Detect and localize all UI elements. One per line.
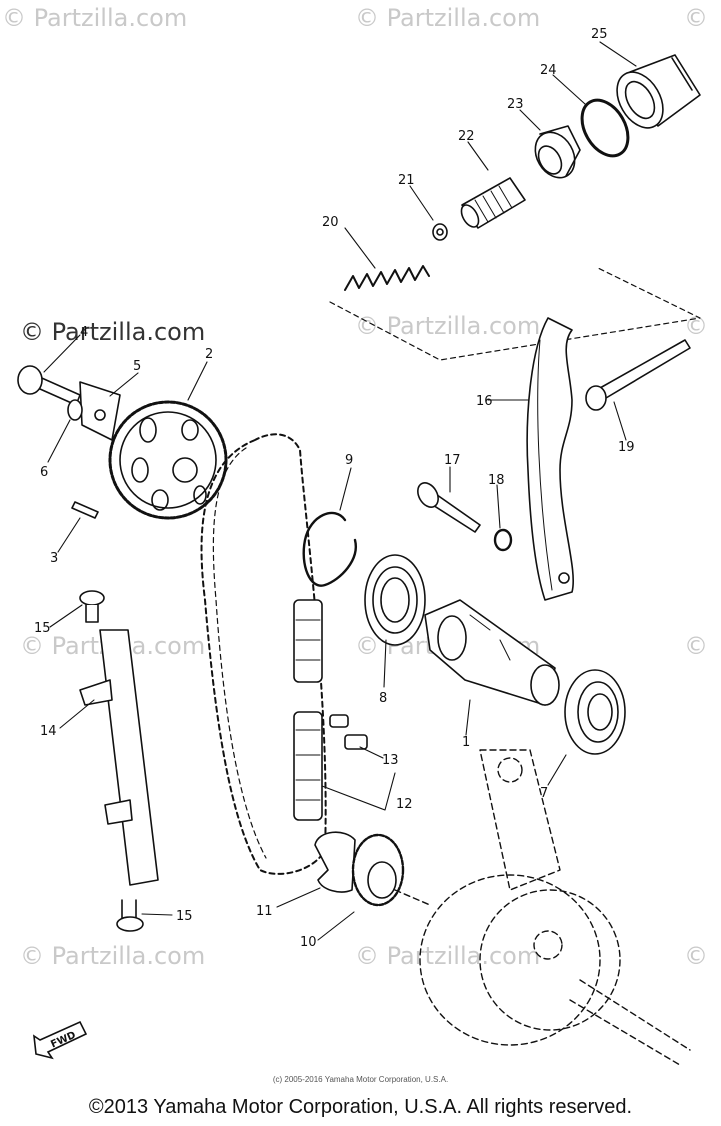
small-copyright: (c) 2005-2016 Yamaha Motor Corporation, … [272,1075,449,1084]
label-16: 16 [476,394,493,409]
assembly-outline [329,267,701,361]
label-23: 23 [507,97,524,112]
label-15-top: 15 [34,621,51,636]
part-4-bolt [17,365,81,406]
part-13-joint [329,714,368,750]
label-21: 21 [398,173,415,188]
part-3-dowel-pin [71,501,99,519]
label-11: 11 [256,904,273,919]
timing-chain [200,433,327,875]
label-8: 8 [379,691,387,706]
label-7: 7 [540,786,548,801]
part-19-pin [585,339,691,411]
part-15-bolt [79,590,105,623]
part-2-cam-sprocket [108,400,228,520]
label-9: 9 [345,453,353,468]
label-13: 13 [382,753,399,768]
label-18: 18 [488,473,505,488]
watermark: © Partzilla.com [355,942,541,970]
part-15-bolt [116,899,144,932]
label-6: 6 [40,465,48,480]
watermark: © Partzilla.com [20,942,206,970]
part-23-nut [534,125,581,179]
watermark: © Partzilla.com [2,4,188,32]
part-11-lock-washer [314,831,356,893]
label-22: 22 [458,129,475,144]
label-1: 1 [462,735,470,750]
part-12-chain-link [293,599,323,821]
watermark-dark: © Partzilla.com [20,318,206,346]
label-12: 12 [396,797,413,812]
part-14-chain-guide [79,629,159,886]
watermark: © [684,632,708,660]
leader-lines [43,41,637,941]
label-19: 19 [618,440,635,455]
label-4: 4 [80,325,88,340]
part-8-bearing [364,554,426,646]
crankshaft [394,749,691,1066]
part-6-washer [67,399,83,421]
part-7-bearing [564,669,626,755]
part-18-clip [493,528,513,552]
label-14: 14 [40,724,57,739]
part-22-tensioner-rod [460,177,526,229]
watermark: © [684,942,708,970]
label-2: 2 [205,347,213,362]
part-labels: 25 24 23 22 21 20 2 5 4 6 3 9 16 17 18 1… [34,27,635,950]
part-10-crank-sprocket [351,833,405,907]
fwd-arrow-icon: FWD [33,1020,88,1060]
watermark: © Partzilla.com [355,312,541,340]
part-17-bolt [417,482,481,533]
label-25: 25 [591,27,608,42]
watermark: © Partzilla.com [355,4,541,32]
label-20: 20 [322,215,339,230]
label-10: 10 [300,935,317,950]
part-1-camshaft [424,599,560,706]
label-15-bottom: 15 [176,909,193,924]
label-3: 3 [50,551,58,566]
copyright-notice: ©2013 Yamaha Motor Corporation, U.S.A. A… [88,1096,633,1118]
part-21-nut [432,223,448,241]
part-24-o-ring [580,98,630,158]
part-9-circlip [302,511,357,587]
part-5-lock-plate [79,381,121,441]
part-20-spring [344,265,430,291]
label-17: 17 [444,453,461,468]
label-5: 5 [133,359,141,374]
part-25-cap [616,54,701,129]
label-24: 24 [540,63,557,78]
watermark: © [684,4,708,32]
part-16-chain-guide [526,317,574,601]
